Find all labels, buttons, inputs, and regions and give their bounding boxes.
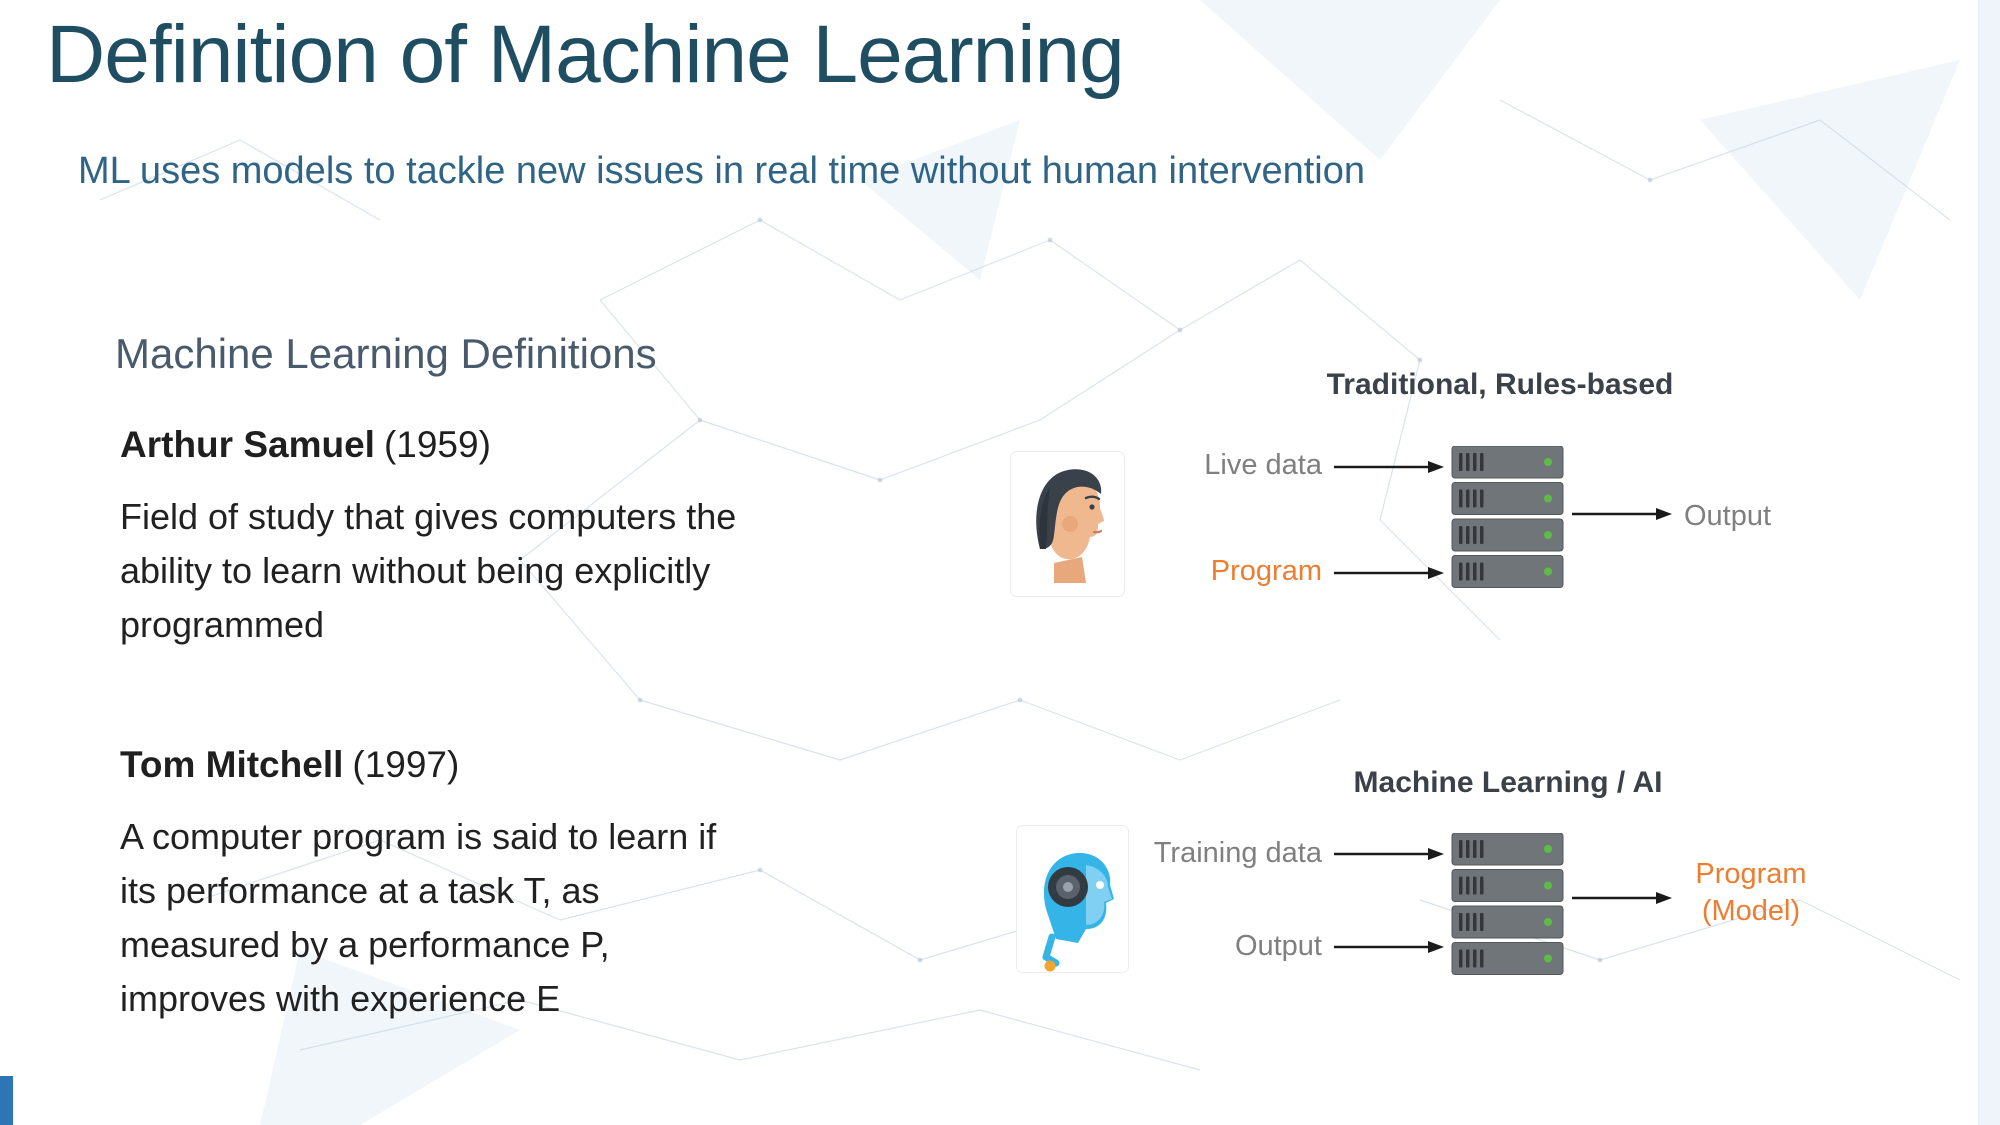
robot-head-icon (1016, 825, 1129, 973)
definition-tom-mitchell: Tom Mitchell(1997) A computer program is… (120, 744, 716, 1026)
diagram-heading-traditional: Traditional, Rules-based (1326, 368, 1674, 401)
definition-year: (1997) (352, 744, 460, 785)
input-label-training-data: Training data (1153, 837, 1322, 869)
definition-heading: Tom Mitchell(1997) (120, 744, 716, 786)
slide-subtitle: ML uses models to tackle new issues in r… (78, 150, 1365, 192)
definition-year: (1959) (383, 424, 491, 465)
output-label: Output (1684, 500, 1772, 532)
arrow-right-icon (1572, 508, 1672, 520)
input-label-program: Program (1210, 555, 1322, 587)
accent-bar (0, 1076, 13, 1125)
arrow-right-icon (1334, 567, 1444, 579)
diagram-heading-ml-ai: Machine Learning / AI (1353, 766, 1663, 799)
section-heading: Machine Learning Definitions (115, 330, 657, 377)
input-label-live-data: Live data (1204, 449, 1322, 481)
arrow-right-icon (1334, 941, 1444, 953)
definition-text: A computer program is said to learn if i… (120, 816, 717, 1019)
definition-author: Arthur Samuel (120, 424, 375, 465)
definition-text: Field of study that gives computers the … (120, 496, 737, 645)
definition-author: Tom Mitchell (120, 744, 344, 785)
server-stack-icon (1451, 833, 1564, 975)
arrow-right-icon (1572, 892, 1672, 904)
arrow-right-icon (1334, 848, 1444, 860)
input-label-output: Output (1234, 930, 1322, 962)
output-label-program-model: Program (Model) (1695, 858, 1807, 927)
definition-arthur-samuel: Arthur Samuel(1959) Field of study that … (120, 424, 736, 652)
definition-heading: Arthur Samuel(1959) (120, 424, 736, 466)
arrow-right-icon (1334, 461, 1444, 473)
man-profile-icon (1010, 451, 1125, 597)
server-stack-icon (1451, 446, 1564, 588)
slide-title: Definition of Machine Learning (46, 9, 1125, 100)
